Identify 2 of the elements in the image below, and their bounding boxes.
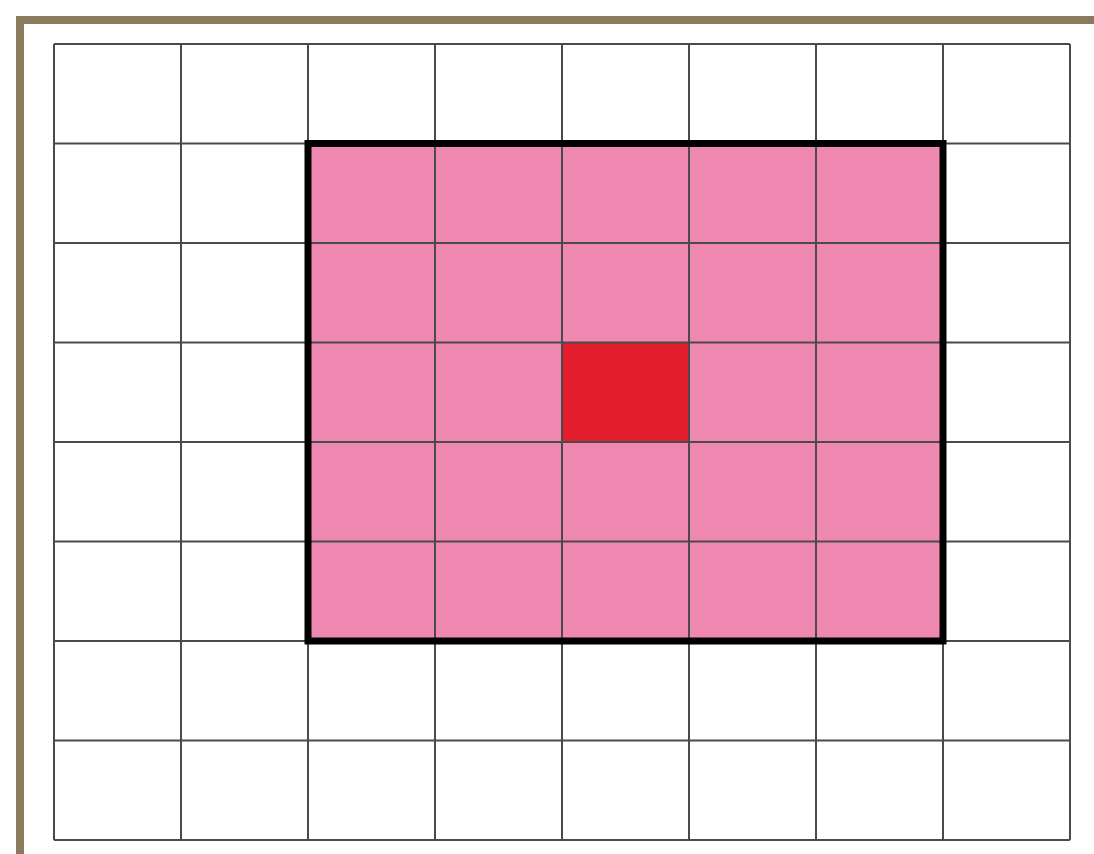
center-cell: [562, 342, 689, 442]
highlighted-region: [308, 143, 943, 641]
